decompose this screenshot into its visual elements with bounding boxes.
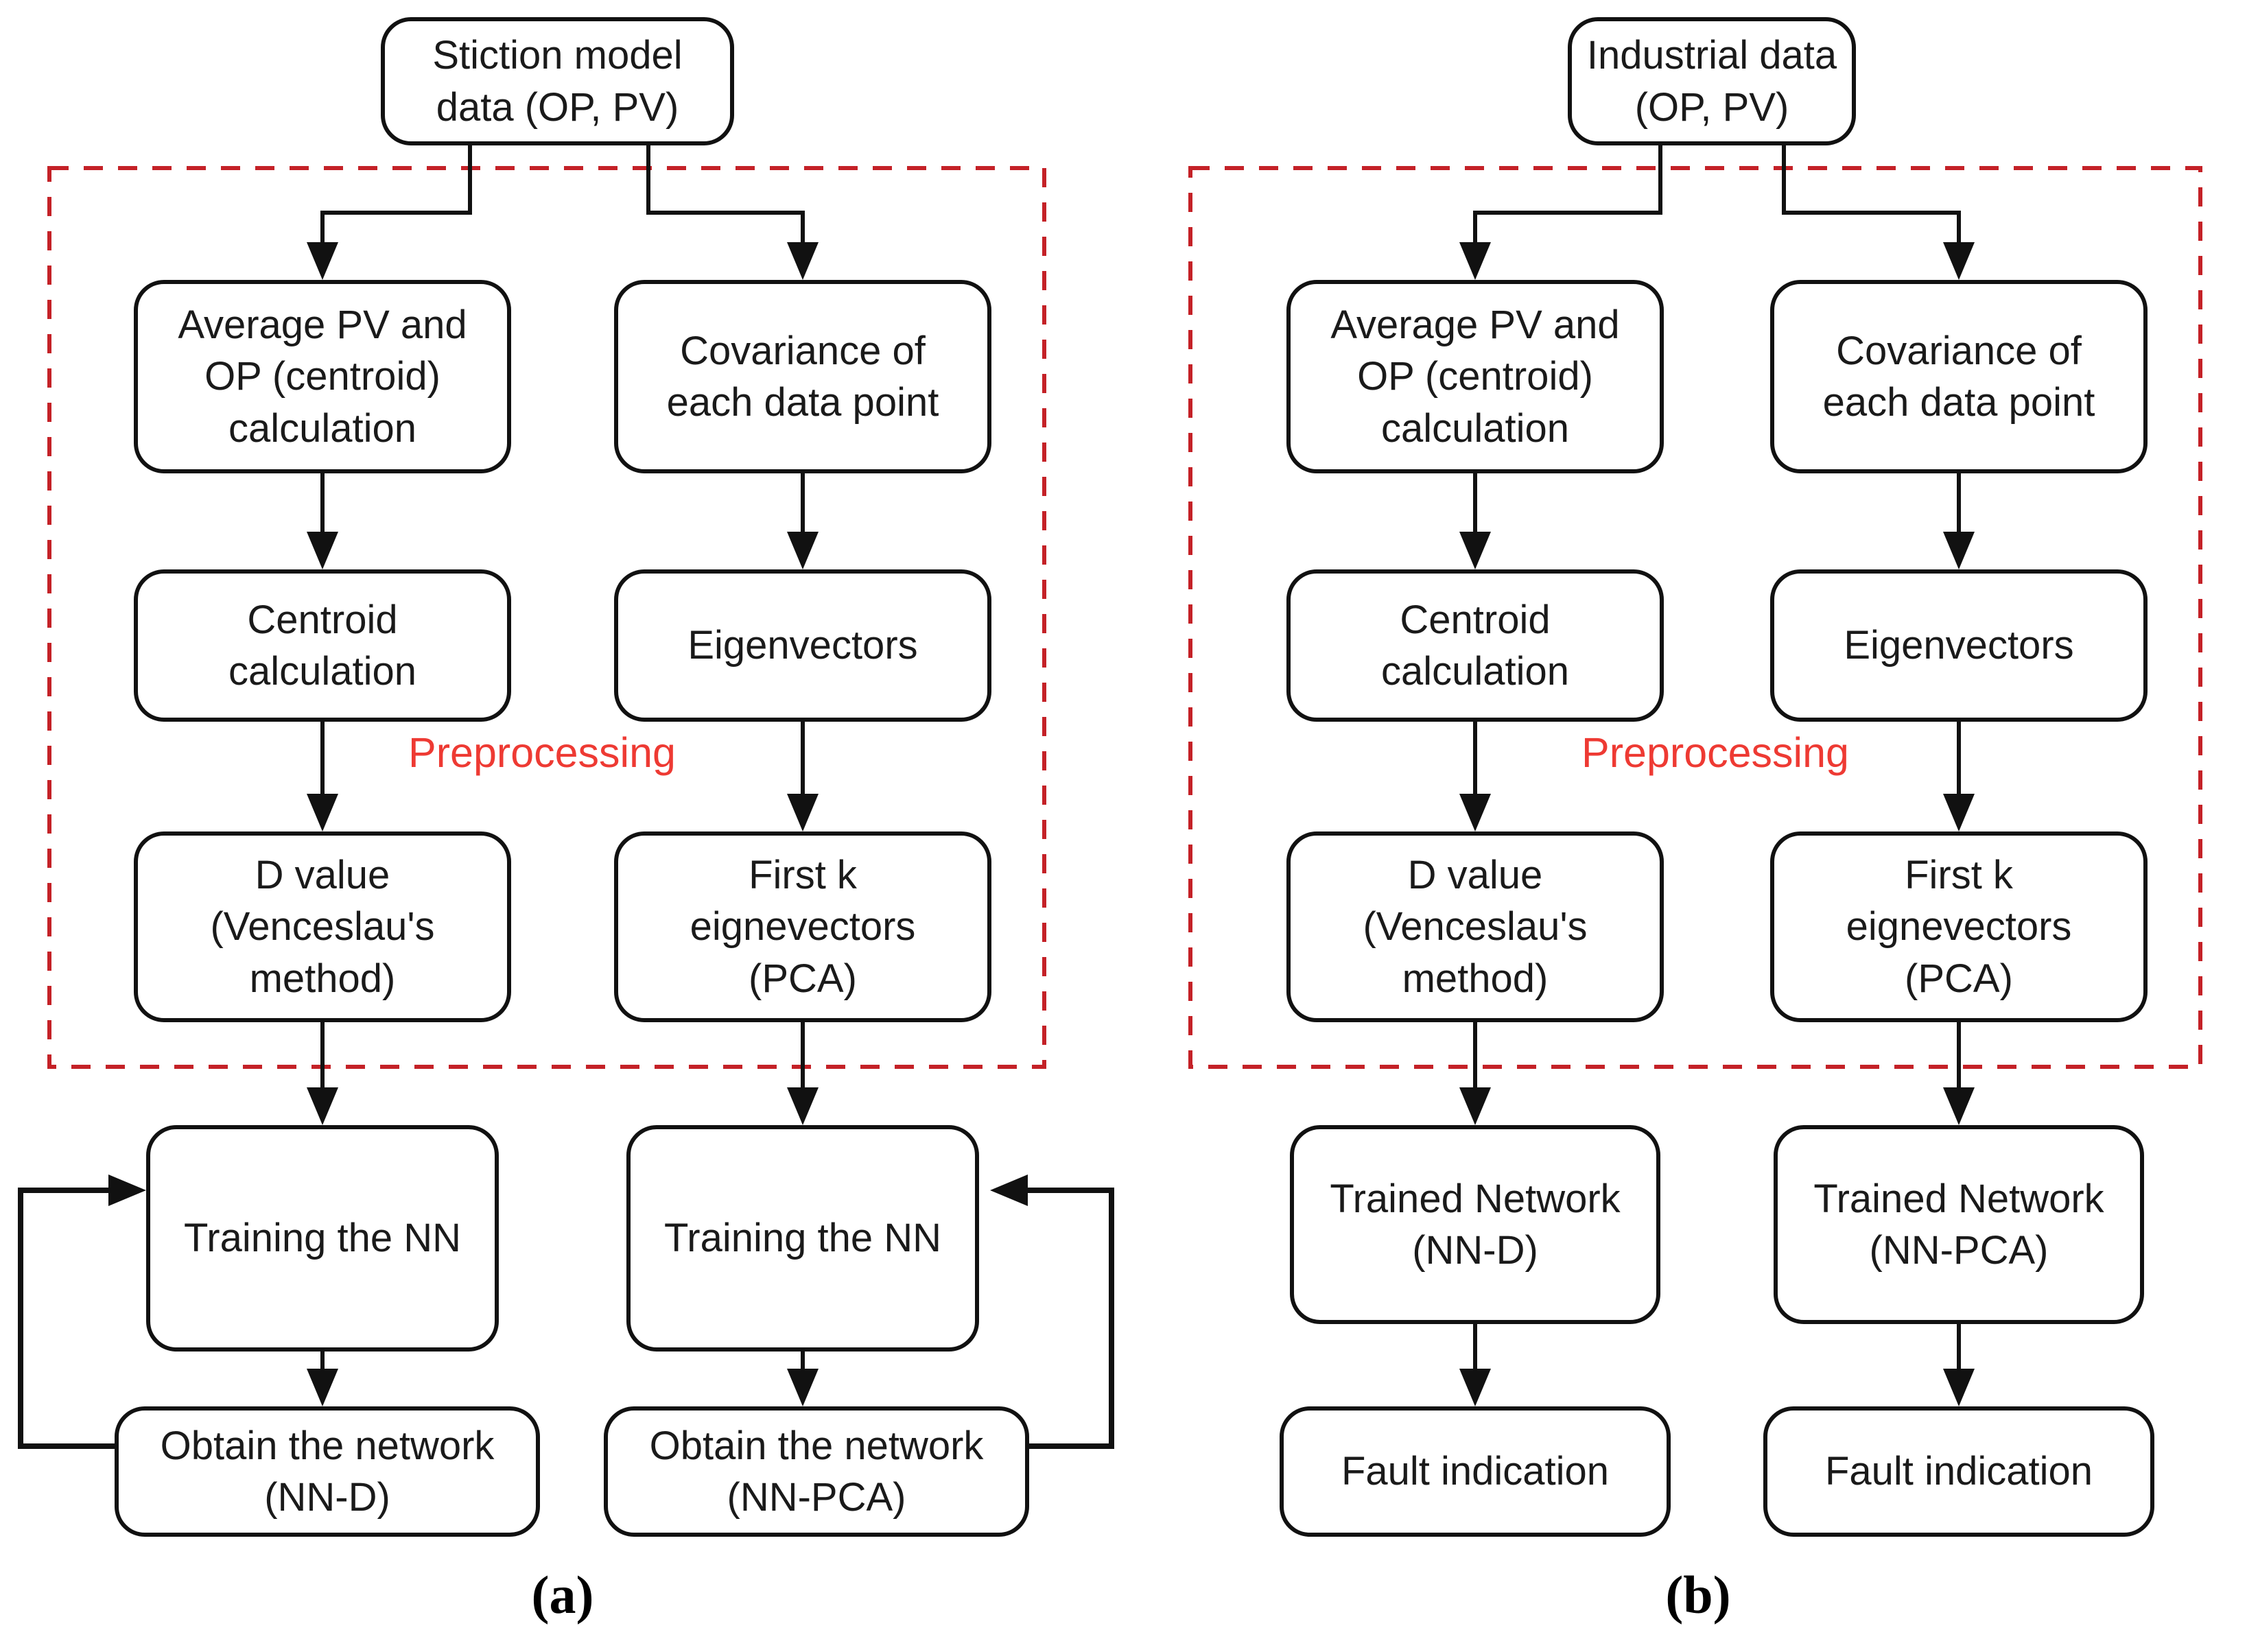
flow-arrowhead (1943, 1369, 1975, 1406)
flow-arrowhead (787, 532, 819, 569)
flow-arrowhead (307, 794, 338, 831)
node-a-d-value: D value (Venceslau's method) (134, 831, 511, 1022)
node-a-first-k-eigenvectors: First k eignevectors (PCA) (614, 831, 991, 1022)
flow-arrowhead (1943, 794, 1975, 831)
flow-arrow-shaft (1026, 1188, 1114, 1449)
node-stiction-model-data: Stiction model data (OP, PV) (381, 17, 734, 145)
flow-arrowhead (787, 1087, 819, 1125)
node-b-covariance: Covariance of each data point (1770, 280, 2148, 473)
preprocessing-dashed-box-b (1188, 166, 2202, 1069)
preprocessing-label-a: Preprocessing (408, 729, 676, 776)
node-b-average-pv-op: Average PV and OP (centroid) calculation (1286, 280, 1664, 473)
node-b-centroid-calculation: Centroid calculation (1286, 569, 1664, 722)
flow-arrow-shaft (18, 1188, 115, 1449)
flow-arrowhead (1459, 794, 1491, 831)
flow-arrowhead (787, 794, 819, 831)
flow-arrowhead (1459, 532, 1491, 569)
node-b-trained-network-nn-pca: Trained Network (NN-PCA) (1774, 1125, 2144, 1324)
node-b-fault-indication-left: Fault indication (1280, 1406, 1671, 1537)
node-b-d-value: D value (Venceslau's method) (1286, 831, 1664, 1022)
flow-arrow-shaft (320, 145, 472, 244)
flow-arrowhead (1459, 242, 1491, 280)
flow-arrowhead (307, 1369, 338, 1406)
node-b-first-k-eigenvectors: First k eignevectors (PCA) (1770, 831, 2148, 1022)
flow-arrowhead (307, 532, 338, 569)
flow-arrow-shaft (646, 145, 805, 244)
flow-arrowhead (1459, 1087, 1491, 1125)
node-a-average-pv-op: Average PV and OP (centroid) calculation (134, 280, 511, 473)
node-a-centroid-calculation: Centroid calculation (134, 569, 511, 722)
preprocessing-dashed-box-a (47, 166, 1046, 1069)
flow-arrowhead (1459, 1369, 1491, 1406)
node-b-trained-network-nn-d: Trained Network (NN-D) (1290, 1125, 1660, 1324)
node-b-eigenvectors: Eigenvectors (1770, 569, 2148, 722)
flow-arrowhead (1943, 532, 1975, 569)
node-a-training-nn-right: Training the NN (626, 1125, 979, 1352)
flow-arrow-shaft (1473, 145, 1662, 244)
node-a-eigenvectors: Eigenvectors (614, 569, 991, 722)
node-industrial-data: Industrial data (OP, PV) (1568, 17, 1856, 145)
node-a-obtain-network-nn-d: Obtain the network (NN-D) (115, 1406, 540, 1537)
node-a-training-nn-left: Training the NN (146, 1125, 499, 1352)
node-a-covariance: Covariance of each data point (614, 280, 991, 473)
flow-arrowhead (1943, 1087, 1975, 1125)
flow-arrowhead (787, 1369, 819, 1406)
panel-b-caption: (b) (1665, 1565, 1731, 1625)
flow-arrowhead (787, 242, 819, 280)
flow-arrowhead (307, 1087, 338, 1125)
flow-arrowhead (990, 1175, 1028, 1206)
panel-a-caption: (a) (531, 1565, 594, 1625)
flow-arrowhead (307, 242, 338, 280)
preprocessing-label-b: Preprocessing (1581, 729, 1849, 776)
flow-arrowhead (108, 1175, 146, 1206)
node-b-fault-indication-right: Fault indication (1763, 1406, 2154, 1537)
flow-arrow-shaft (1782, 145, 1961, 244)
node-a-obtain-network-nn-pca: Obtain the network (NN-PCA) (604, 1406, 1029, 1537)
flow-arrowhead (1943, 242, 1975, 280)
